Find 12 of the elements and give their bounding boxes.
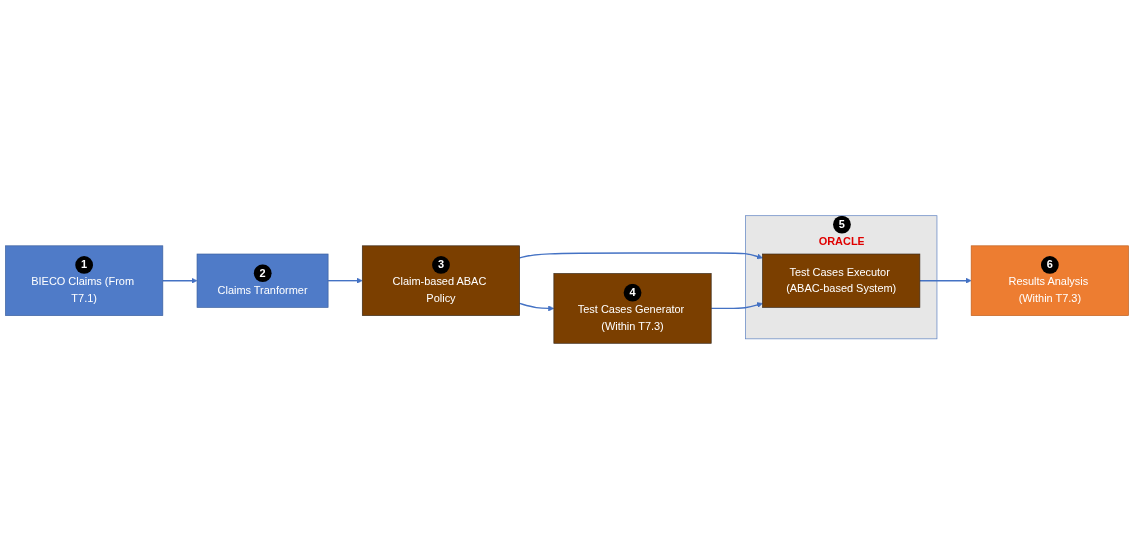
arrow [518, 252, 763, 260]
arrow [710, 302, 763, 310]
arrow [919, 277, 972, 284]
node-box: 4 Test Cases Generator (Within T7.3) [553, 273, 712, 344]
node-box: 3 Claim-based ABAC Policy [361, 245, 520, 316]
arrow [327, 277, 363, 284]
node-box: 6 Results Analysis (Within T7.3) [970, 245, 1129, 316]
node-box: 1 BIECO Claims (From T7.1) [5, 245, 164, 316]
node-box: 2 Claims Tranformer [196, 253, 329, 308]
arrow [518, 302, 555, 312]
arrow [162, 277, 198, 284]
node-box: Test Cases Executor (ABAC-based System) [762, 253, 921, 308]
